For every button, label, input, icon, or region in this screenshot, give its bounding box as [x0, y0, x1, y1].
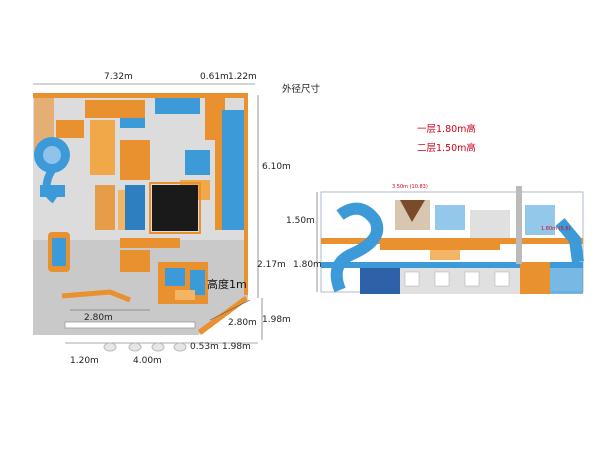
- elev-pillar: [516, 186, 522, 264]
- dim-inner-slide: 2.80m: [84, 313, 113, 323]
- elev-spiral-slide: [330, 202, 384, 293]
- floor-note-2: 二层1.50m高: [417, 143, 476, 154]
- outer-size-note: 外径尺寸: [282, 84, 321, 95]
- blue-panel-a: [120, 118, 145, 128]
- orange-block-c: [120, 140, 150, 180]
- blue-block-d: [185, 150, 210, 175]
- dim-top-total: 7.32m: [104, 72, 133, 82]
- dim-top-right: 1.22m: [228, 72, 257, 82]
- elev-blue-stripe: [550, 262, 583, 294]
- foot-oval-4: [173, 342, 187, 352]
- foot-oval-2: [128, 342, 142, 352]
- dim-bottom-right: 1.98m: [222, 342, 251, 352]
- dim-bottom-mid: 4.00m: [133, 356, 162, 366]
- blue-panel-b: [125, 185, 145, 230]
- elev-lower-deck: [321, 262, 583, 268]
- toddler-mat: [120, 250, 150, 272]
- orange-block-b: [90, 120, 115, 175]
- orange-block-a: [85, 100, 145, 118]
- orange-block-e: [120, 238, 180, 248]
- floor-note-1: 一层1.80m高: [417, 124, 476, 135]
- fence-diagonal: [198, 296, 248, 335]
- dim-right-height: 6.10m: [262, 162, 291, 172]
- elev-blue-panel: [360, 268, 400, 294]
- height-note: 高度1m: [207, 278, 247, 291]
- elev-dim-upper: 1.50m: [286, 216, 315, 226]
- elev-tag-left: 3.50m (10.83): [392, 184, 428, 190]
- elev-tag-right: 1.80m (5.6): [541, 226, 571, 232]
- dim-bottom-small: 0.53m: [190, 342, 219, 352]
- dim-top-mid: 0.61m: [200, 72, 229, 82]
- elevation-drawing: [316, 186, 584, 294]
- orange-block-g: [215, 140, 225, 230]
- right-wall: [244, 95, 248, 295]
- dim-bottom-left: 1.20m: [70, 356, 99, 366]
- dim-diag-low: 2.80m: [228, 318, 257, 328]
- fence-bottom: [64, 321, 196, 329]
- dim-right-mid: 2.17m: [257, 260, 286, 270]
- foot-oval-1: [103, 342, 117, 352]
- elev-orange-panel: [520, 262, 550, 294]
- blue-tube-right: [222, 110, 246, 230]
- trampoline-black: [152, 185, 198, 231]
- orange-wall-top: [33, 93, 248, 98]
- elev-dim-lower: 1.80m: [293, 260, 322, 270]
- orange-block-d: [205, 95, 225, 140]
- elev-upper-deck: [321, 238, 583, 244]
- blue-bar-top: [155, 98, 200, 114]
- foot-oval-3: [151, 342, 165, 352]
- dim-right-low: 1.98m: [262, 315, 291, 325]
- orange-steps: [95, 185, 115, 230]
- elev-tube-slide: [555, 218, 584, 263]
- orange-block-h: [56, 120, 84, 138]
- inner-slide: [61, 289, 131, 303]
